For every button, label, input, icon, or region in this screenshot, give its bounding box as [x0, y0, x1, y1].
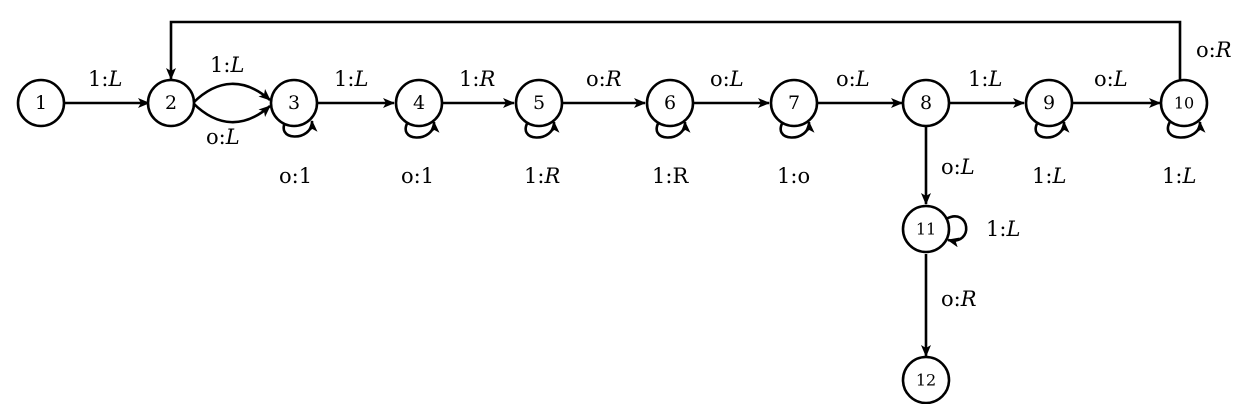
label-9-10: o:L — [1094, 67, 1128, 91]
loop-5 — [524, 119, 560, 139]
edge-2-3-upper — [192, 82, 271, 104]
state-12-label: 12 — [916, 371, 936, 390]
label-loop-10: 1:L — [1162, 164, 1196, 188]
label-loop-4: o:1 — [401, 164, 434, 188]
state-10-label: 10 — [1174, 94, 1194, 113]
label-8-9: 1:L — [968, 67, 1002, 91]
state-3: 3 — [269, 78, 319, 128]
label-loop-3: o:1 — [279, 164, 312, 188]
state-5: 5 — [514, 78, 564, 128]
state-7-label: 7 — [788, 92, 800, 114]
label-loop-5: 1:R — [524, 164, 560, 188]
label-5-6: o:R — [586, 67, 622, 91]
label-3-4: 1:L — [334, 67, 368, 91]
edge-10-2 — [166, 20, 1182, 80]
state-1: 1 — [16, 78, 66, 128]
label-7-8: o:L — [836, 67, 870, 91]
state-8-label: 8 — [920, 92, 932, 114]
state-7: 7 — [769, 78, 819, 128]
label-6-7: o:L — [710, 67, 744, 91]
label-1-2: 1:L — [88, 67, 122, 91]
loop-3 — [282, 118, 318, 138]
state-10: 10 — [1159, 78, 1209, 128]
state-4-label: 4 — [413, 92, 425, 114]
label-4-5: 1:R — [459, 67, 495, 91]
label-8-11: o:L — [941, 155, 975, 179]
label-loop-7: 1:o — [777, 164, 810, 188]
state-6-label: 6 — [664, 92, 676, 114]
edge-2-3-lower — [192, 102, 271, 124]
loop-11 — [945, 215, 968, 248]
state-11: 11 — [901, 204, 951, 254]
state-2: 2 — [146, 78, 196, 128]
label-10-2: o:R — [1196, 38, 1232, 62]
state-6: 6 — [645, 78, 695, 128]
state-1-label: 1 — [35, 92, 47, 114]
label-11-12: o:R — [941, 287, 977, 311]
label-loop-6: 1:R — [652, 164, 689, 188]
state-11-label: 11 — [916, 220, 936, 239]
state-8: 8 — [901, 78, 951, 128]
loop-6 — [655, 119, 691, 139]
state-4: 4 — [394, 78, 444, 128]
label-loop-11: 1:L — [986, 217, 1020, 241]
state-3-label: 3 — [288, 92, 300, 114]
state-12: 12 — [901, 355, 951, 404]
state-2-label: 2 — [165, 92, 177, 114]
label-loop-9: 1:L — [1032, 164, 1066, 188]
state-9: 9 — [1024, 78, 1074, 128]
state-5-label: 5 — [533, 92, 545, 114]
loop-9 — [1034, 119, 1070, 139]
loop-10 — [1166, 119, 1206, 139]
loop-4 — [404, 119, 440, 139]
label-2-3-upper: 1:L — [210, 53, 244, 77]
loop-7 — [779, 119, 815, 139]
label-2-3-lower: o:L — [206, 125, 240, 149]
state-9-label: 9 — [1043, 92, 1055, 114]
